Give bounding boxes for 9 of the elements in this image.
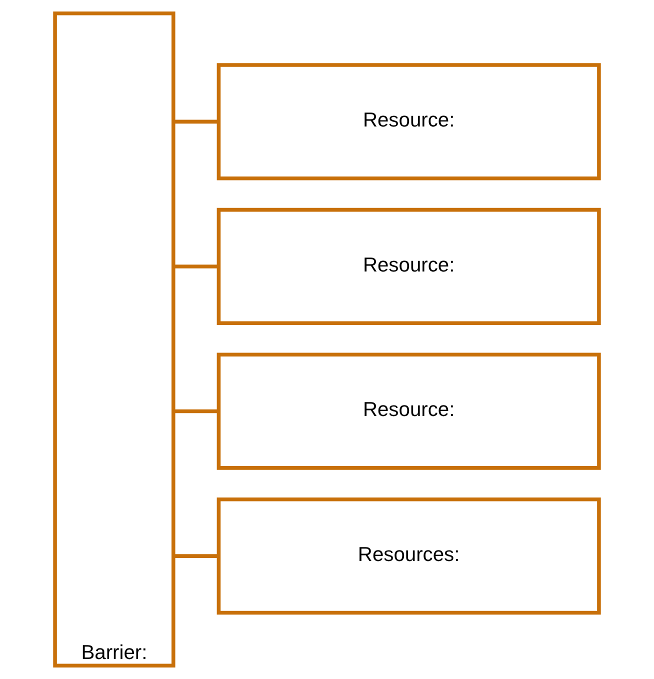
connector xyxy=(173,120,218,124)
connector xyxy=(173,264,218,268)
connector xyxy=(173,554,218,558)
node-box: Barrier: xyxy=(53,12,176,668)
node-box: Resource: xyxy=(216,352,601,470)
node-box: Resource: xyxy=(216,208,601,326)
node-box: Resources: xyxy=(216,498,601,615)
node-box: Resource: xyxy=(216,63,601,180)
connector xyxy=(173,409,218,414)
